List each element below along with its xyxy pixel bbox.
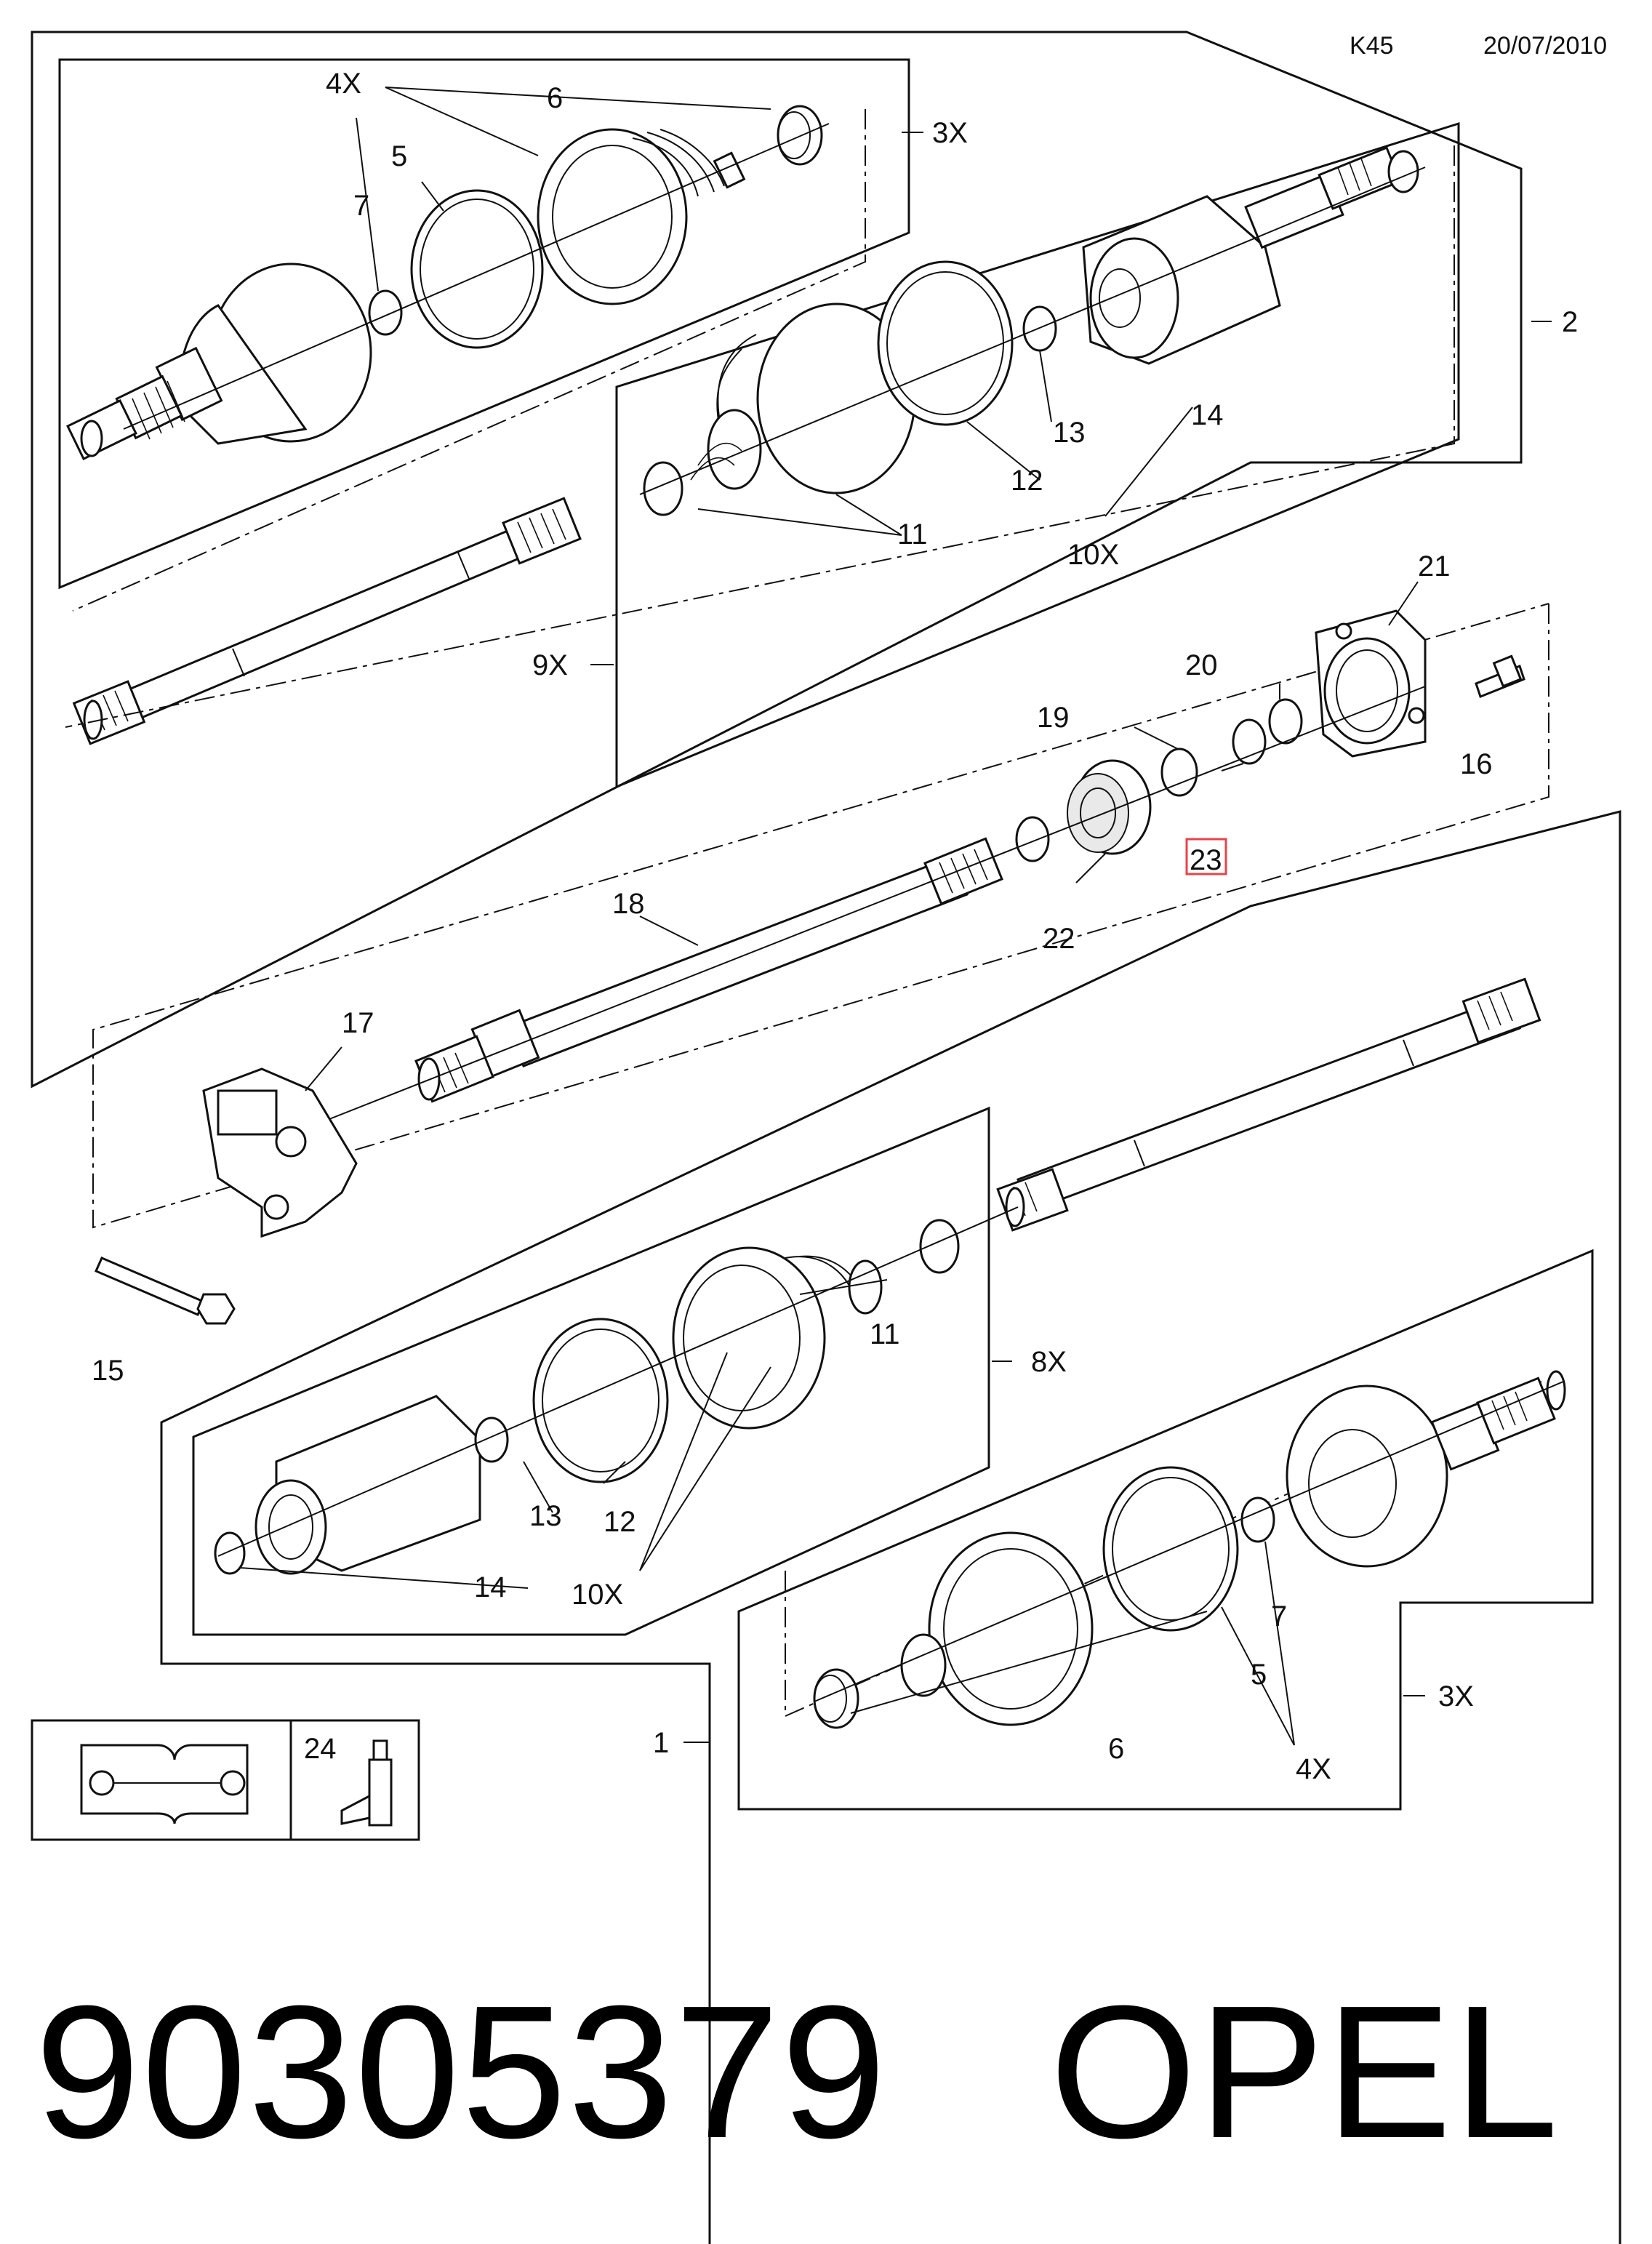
boot-clamp-6-bottom <box>813 1668 859 1729</box>
kit-3x-top-dash <box>72 109 866 612</box>
callout-9x: 9X <box>532 649 568 681</box>
callout-11-bottom: 11 <box>870 1318 900 1350</box>
callout-20: 20 <box>1185 649 1218 681</box>
axis-line-intermediate <box>305 686 1426 1129</box>
callout-16: 16 <box>1460 748 1493 780</box>
boot-clamp-11-top <box>643 461 683 516</box>
callout-17: 17 <box>342 1007 374 1039</box>
callout-23: 23 <box>1190 844 1222 876</box>
snap-ring-19 <box>1160 748 1198 797</box>
intermediate-shaft-18 <box>414 837 1003 1103</box>
callout-2: 2 <box>1562 306 1578 338</box>
callout-22: 22 <box>1043 923 1075 955</box>
boot-clamp-12-top <box>877 260 1014 426</box>
callout-6-top: 6 <box>547 82 563 114</box>
cv-boot-top <box>537 128 746 305</box>
assembly-2-frame <box>31 31 1523 1089</box>
callout-4x-top: 4X <box>326 68 361 100</box>
boot-clamp-11-bottom <box>919 1219 960 1274</box>
callout-4x-bottom: 4X <box>1296 1753 1331 1785</box>
callout-7-top: 7 <box>353 190 369 222</box>
kit-9x-dash <box>65 145 1455 728</box>
callout-23-highlight <box>1185 838 1227 875</box>
callout-12-bottom: 12 <box>604 1506 636 1538</box>
lubricant-legend-box <box>289 1719 420 1841</box>
callout-3x-top: 3X <box>932 117 968 149</box>
snap-ring-20 <box>1268 698 1303 745</box>
tripod-boot-top <box>690 302 916 494</box>
callout-12-top: 12 <box>1011 465 1043 497</box>
circlip-13-bottom <box>474 1416 509 1463</box>
bolt-15 <box>95 1257 236 1325</box>
intermediate-section-dash <box>92 603 1549 1229</box>
axis-line-upper <box>639 167 1426 495</box>
circlip-13-top <box>1022 305 1057 352</box>
tripod-housing-top <box>1082 146 1402 365</box>
callout-24: 24 <box>304 1733 337 1765</box>
part-caption: 90305379 OPEL <box>35 1963 1620 2181</box>
callout-18: 18 <box>612 888 645 920</box>
callout-10x-bottom: 10X <box>572 1579 623 1611</box>
part-number: 90305379 <box>35 1967 888 2178</box>
diagram-code: K45 <box>1350 32 1394 60</box>
drive-shaft-lower <box>996 977 1541 1232</box>
snap-ring-23 <box>1232 718 1267 765</box>
boot-clamp-12-bottom <box>532 1318 669 1483</box>
leader-lines <box>239 87 1552 1746</box>
drive-shaft-upper <box>72 497 582 745</box>
diagram-date: 20/07/2010 <box>1483 32 1607 60</box>
callout-15: 15 <box>92 1355 124 1387</box>
circlip-14-top <box>1387 150 1419 193</box>
callout-7-bottom: 7 <box>1271 1600 1287 1632</box>
circlip-7-top <box>368 289 403 336</box>
axis-line-bottom <box>814 1381 1564 1702</box>
circlip-7-bottom <box>1240 1496 1275 1543</box>
tripod-boot-bottom <box>672 1246 883 1430</box>
axis-line-top <box>123 123 830 430</box>
brand-name: OPEL <box>1049 1967 1560 2178</box>
snap-ring-inner <box>1015 816 1050 862</box>
bearing-22 <box>1067 759 1152 855</box>
callout-14-bottom: 14 <box>474 1571 507 1603</box>
outer-cv-joint-bottom <box>1286 1370 1566 1568</box>
callout-5-top: 5 <box>391 140 407 172</box>
kit-3x-top-box <box>58 58 910 590</box>
kit-3x-bottom-box <box>737 1249 1594 1811</box>
callout-3x-bottom: 3X <box>1438 1680 1474 1712</box>
boot-clamp-6-top <box>777 105 823 166</box>
callout-10x-top: 10X <box>1067 539 1119 571</box>
callout-13-bottom: 13 <box>529 1500 562 1532</box>
kit-10x-bottom-box <box>192 1106 990 1636</box>
outer-cv-joint-top <box>66 263 372 461</box>
callout-19: 19 <box>1037 702 1070 734</box>
callout-5-bottom: 5 <box>1251 1659 1267 1691</box>
callout-13-top: 13 <box>1053 417 1086 449</box>
cv-boot-bottom <box>900 1531 1094 1726</box>
circlip-14-bottom <box>214 1531 246 1575</box>
caption-spacer <box>888 1967 1050 2178</box>
assembly-1-frame <box>160 810 1621 2244</box>
bearing-flange-21 <box>1315 609 1427 758</box>
support-bracket-17 <box>202 1067 358 1238</box>
axis-line-lower <box>217 1206 1019 1557</box>
repair-manual-icon <box>80 1744 249 1824</box>
callout-21: 21 <box>1418 550 1451 582</box>
boot-clamp-5-top <box>410 189 544 349</box>
callout-1: 1 <box>653 1727 669 1759</box>
grease-tube-icon <box>340 1739 393 1827</box>
callout-6-bottom: 6 <box>1108 1733 1124 1765</box>
bolt-16 <box>1475 654 1525 698</box>
callout-8x: 8X <box>1031 1346 1067 1378</box>
tripod-housing-bottom <box>254 1395 481 1575</box>
callout-14-top: 14 <box>1191 399 1224 431</box>
callout-11-top: 11 <box>897 518 928 550</box>
